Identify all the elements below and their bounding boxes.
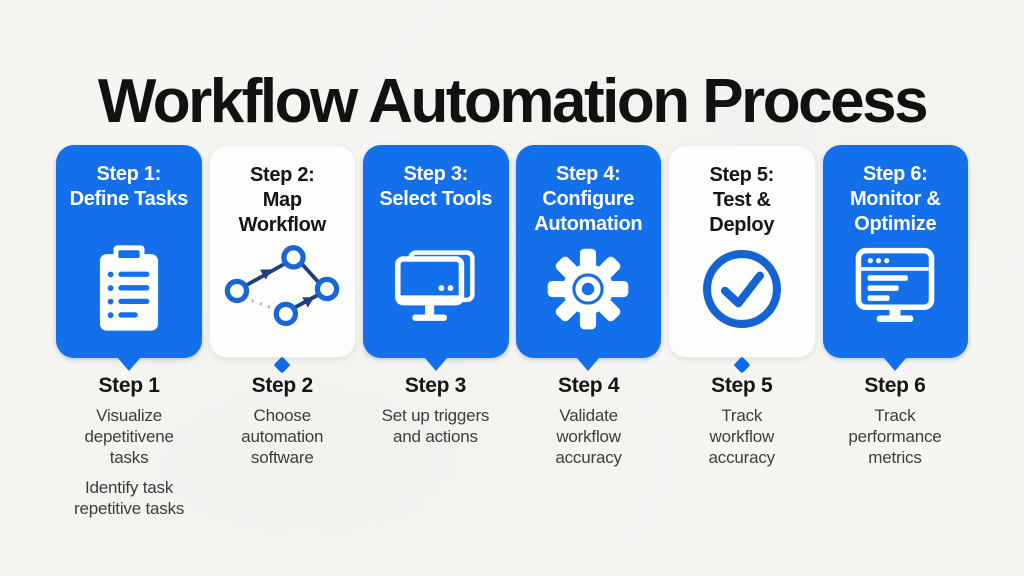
step-4-card-title: Step 4: Configure Automation [534,163,643,235]
step-2-label: Step 2 [251,374,314,397]
step-5-card-title: Step 5: Test & Deploy [709,164,775,236]
steps-card-row: Step 1: Define Tasks [56,145,969,374]
step-2-description: Choose automation software [241,406,324,467]
step-1-label: Step 1 [98,374,160,397]
step-3-card-title: Step 3: Select Tools [379,163,493,210]
step-5-label: Step 5 [711,374,773,397]
step-1-summary: Step 1 Visualize depetitivene tasks Iden… [56,374,202,519]
step-4-summary: Step 4 Validate workflow accuracy [516,374,662,519]
page-title: Workflow Automation Process [97,66,929,136]
triangle-pointer-icon [883,357,908,371]
step-3-summary: Step 3 Set up triggers and actions [362,374,508,519]
step-4-label: Step 4 [557,374,620,397]
step-1-card: Step 1: Define Tasks [56,145,202,371]
step-5-description: Track workflow accuracy [708,406,776,467]
step-1-description: Visualize depetitivene tasks [84,406,174,467]
step-2-summary: Step 2 Choose automation software [209,374,355,519]
workflow-diagram-icon [210,238,356,339]
browser-monitor-icon [823,237,969,340]
step-2-card: Step 2: Map Workflow [208,145,356,374]
step-5-summary: Step 5 Track workflow accuracy [669,374,815,519]
step-4-card: Step 4: Configure Automation [515,145,662,371]
step-6-summary: Step 6 Track performance metrics [822,374,968,519]
gear-icon [516,237,662,340]
triangle-pointer-icon [116,357,141,371]
step-6-card: Step 6: Monitor & Optimize [822,145,969,371]
triangle-pointer-icon [576,357,601,371]
clipboard-checklist-icon [56,237,202,340]
step-5-card: Step 5: Test & Deploy [668,145,816,374]
step-1-description-2: Identify task repetitive tasks [73,478,185,518]
computer-monitor-icon [363,237,509,340]
step-3-card: Step 3: Select Tools [363,145,509,371]
step-3-label: Step 3 [404,374,467,397]
step-6-card-title: Step 6: Monitor & Optimize [849,163,941,235]
step-2-card-title: Step 2: Map Workflow [238,164,327,236]
step-4-description: Validate workflow accuracy [555,406,622,467]
step-6-description: Track performance metrics [848,406,942,467]
step-6-label: Step 6 [864,374,926,397]
diamond-marker-icon [733,356,751,374]
triangle-pointer-icon [423,357,448,371]
step-labels-row: Step 1 Visualize depetitivene tasks Iden… [56,374,968,519]
step-1-card-title: Step 1: Define Tasks [69,163,189,210]
check-circle-icon [669,238,815,339]
diamond-marker-icon [273,356,291,374]
step-3-description: Set up triggers and actions [381,406,490,446]
